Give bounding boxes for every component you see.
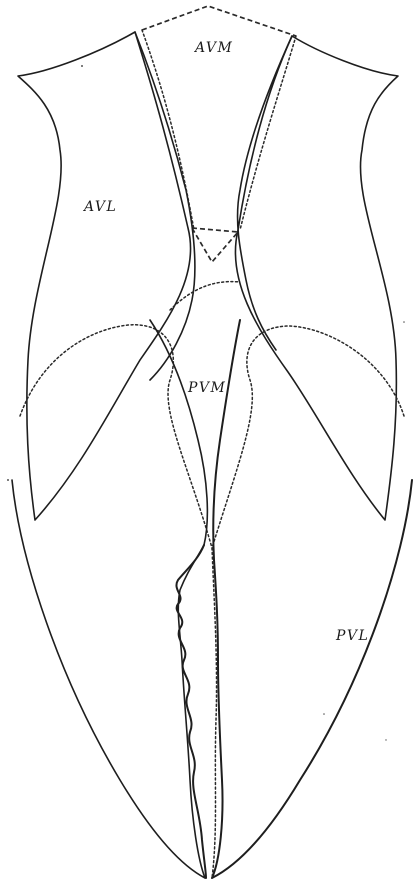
avm-outline — [142, 6, 296, 36]
avm-lower-notch — [192, 228, 238, 262]
pvm-left-lobe — [20, 325, 212, 548]
pvm-central-seam — [170, 282, 240, 310]
posterior-ventral-median-plate — [20, 282, 404, 548]
label-pvm: PVM — [187, 380, 226, 396]
right-inner-margin — [238, 36, 292, 350]
right-inner-margin-dotted — [240, 36, 296, 230]
left-avl-plate — [18, 32, 191, 520]
label-avl: AVL — [82, 199, 117, 215]
left-inner-margin-dotted — [142, 30, 194, 230]
plate-labels: AVM AVL PVM PVL — [82, 40, 369, 644]
right-pvl-plate — [212, 320, 412, 878]
right-avl-plate — [235, 36, 398, 520]
inner-margins — [135, 30, 296, 380]
pvm-right-lobe — [212, 326, 404, 548]
label-avm: AVM — [193, 40, 233, 56]
label-pvl: PVL — [335, 628, 369, 644]
anterior-ventral-lateral-plates — [18, 32, 398, 520]
medial-suture — [176, 545, 206, 878]
left-inner-margin — [135, 32, 195, 380]
posterior-ventral-lateral-plates — [12, 320, 412, 878]
left-pvl-plate — [12, 320, 207, 878]
